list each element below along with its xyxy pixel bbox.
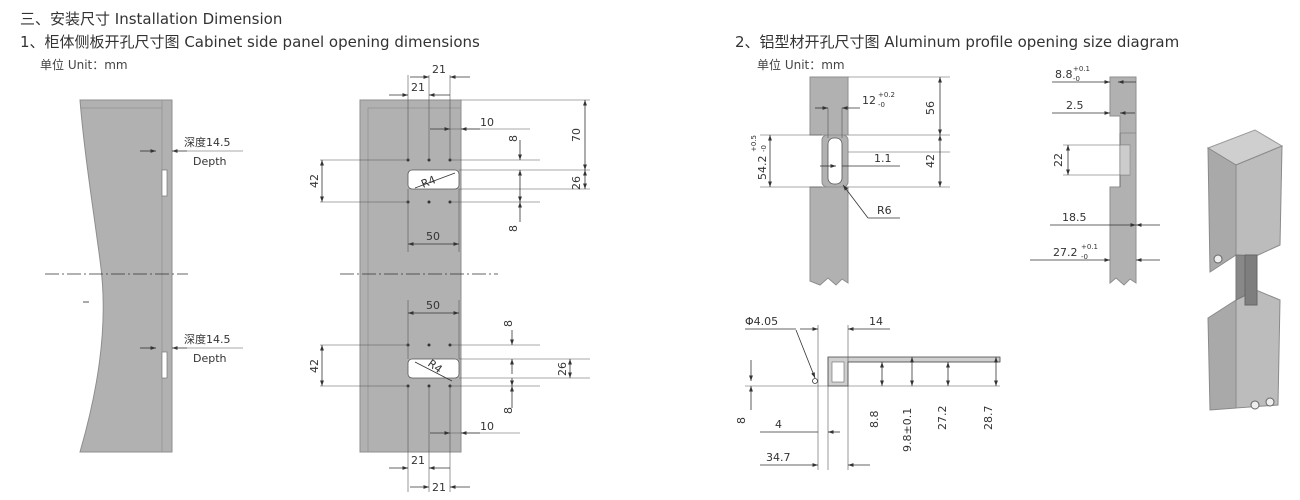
profile-side-view: 8.8 +0.1 -0 2.5 22 18.5 27.2 +0.1 -0 — [1030, 65, 1160, 286]
dim-56: 56 — [924, 101, 937, 115]
opening-upper — [407, 169, 460, 190]
front-panel-inner-edge — [367, 107, 461, 452]
dim-r6: R6 — [877, 204, 892, 217]
render-hole-upper — [1213, 254, 1223, 264]
dim-27-2-top-tol-dn: -0 — [1081, 253, 1088, 261]
section-1-unit: 单位 Unit：mm — [40, 58, 128, 72]
dim-50-upper: 50 — [426, 230, 440, 243]
dim-27-2-top-tol-up: +0.1 — [1081, 243, 1098, 251]
depth-slot-upper — [161, 169, 168, 197]
page-heading: 三、安装尺寸 Installation Dimension — [20, 10, 283, 28]
dim-10-lower: 10 — [480, 420, 494, 433]
render-right-face-upper — [1235, 145, 1283, 257]
dim-26-lower: 26 — [556, 362, 569, 376]
dim-14: 14 — [869, 315, 883, 328]
dim-54-2-tol-dn: -0 — [760, 145, 768, 152]
profile-cross-section: Φ4.05 14 8 4 34.7 8.8 9.8±0.1 27.2 28.7 — [735, 315, 1001, 470]
cross-section-outline — [827, 356, 1001, 387]
dim-22: 22 — [1052, 153, 1065, 167]
dim-phi-4-05: Φ4.05 — [745, 315, 778, 328]
depth-label-lower-cn: 深度14.5 — [184, 332, 231, 346]
dim-12-tol-dn: -0 — [878, 101, 885, 109]
dim-8-upper-b: 8 — [507, 225, 520, 232]
dim-12-tol-up: +0.2 — [878, 91, 895, 99]
dim-70: 70 — [570, 128, 583, 142]
dim-42-upper: 42 — [308, 174, 321, 188]
dim-8-8-top-tol-dn: -0 — [1073, 75, 1080, 83]
dim-10-top: 10 — [480, 116, 494, 129]
dim-8-section: 8 — [735, 417, 748, 424]
depth-label-lower-en: Depth — [193, 352, 227, 365]
dim-4: 4 — [775, 418, 782, 431]
dim-8-8: 8.8 — [868, 411, 881, 429]
dim-8-upper-a: 8 — [507, 135, 520, 142]
front-panel — [359, 99, 462, 453]
profile-3d-render — [1206, 129, 1284, 411]
dim-34-7: 34.7 — [766, 451, 791, 464]
dim-8-lower-b: 8 — [502, 407, 515, 414]
depth-label-upper-en: Depth — [193, 155, 227, 168]
dim-9-8: 9.8±0.1 — [901, 408, 914, 452]
profile-slot-opening — [827, 137, 843, 185]
dim-27-2-top: 27.2 — [1053, 246, 1078, 259]
dim-21-top-a: 21 — [432, 63, 446, 76]
dim-54-2-tol-up: +0.5 — [750, 135, 758, 152]
cabinet-side-view: 深度14.5 Depth 深度14.5 Depth — [45, 99, 243, 453]
dim-50-lower: 50 — [426, 299, 440, 312]
cabinet-side-panel — [79, 99, 173, 453]
dim-54-2: 54.2 — [756, 156, 769, 181]
dim-1-1: 1.1 — [874, 152, 892, 165]
section-2-unit: 单位 Unit：mm — [757, 58, 845, 72]
render-hole-lower-a — [1250, 400, 1260, 410]
dim-8-8-top: 8.8 — [1055, 68, 1073, 81]
dim-12: 12 — [862, 94, 876, 107]
dim-2-5: 2.5 — [1066, 99, 1084, 112]
cross-section-hole — [812, 378, 818, 384]
profile-front-view: 12 +0.2 -0 56 42 54.2 +0.5 -0 1.1 R6 — [750, 76, 950, 286]
profile-strip-lower — [809, 186, 849, 286]
opening-lower — [407, 358, 460, 379]
dim-26-upper: 26 — [570, 176, 583, 190]
render-left-face-lower — [1207, 299, 1237, 411]
profile-side-slot — [1119, 144, 1131, 176]
render-hole-lower-b — [1265, 397, 1275, 407]
dim-27-2: 27.2 — [936, 406, 949, 431]
dim-42-profile: 42 — [924, 154, 937, 168]
dim-18-5: 18.5 — [1062, 211, 1087, 224]
dim-8-lower-a: 8 — [502, 320, 515, 327]
dim-21-top-b: 21 — [411, 81, 425, 94]
render-left-face-upper — [1207, 147, 1237, 273]
render-slot — [1244, 254, 1258, 306]
dim-28-7: 28.7 — [982, 406, 995, 431]
cross-section-inner — [831, 361, 845, 383]
section-2-title: 2、铝型材开孔尺寸图 Aluminum profile opening size… — [735, 33, 1180, 51]
depth-slot-lower — [161, 351, 168, 379]
dim-r4-upper: R4 — [419, 173, 437, 191]
cabinet-front-view: 21 21 10 70 8 26 8 42 R4 50 — [308, 63, 590, 494]
dim-8-8-top-tol-up: +0.1 — [1073, 65, 1090, 73]
dim-42-lower: 42 — [308, 359, 321, 373]
dim-21-bottom-b: 21 — [432, 481, 446, 494]
dim-21-bottom-a: 21 — [411, 454, 425, 467]
section-1-title: 1、柜体侧板开孔尺寸图 Cabinet side panel opening d… — [20, 33, 480, 51]
render-right-face-lower — [1235, 289, 1281, 409]
depth-label-upper-cn: 深度14.5 — [184, 135, 231, 149]
profile-side-strip-upper — [1109, 76, 1137, 134]
